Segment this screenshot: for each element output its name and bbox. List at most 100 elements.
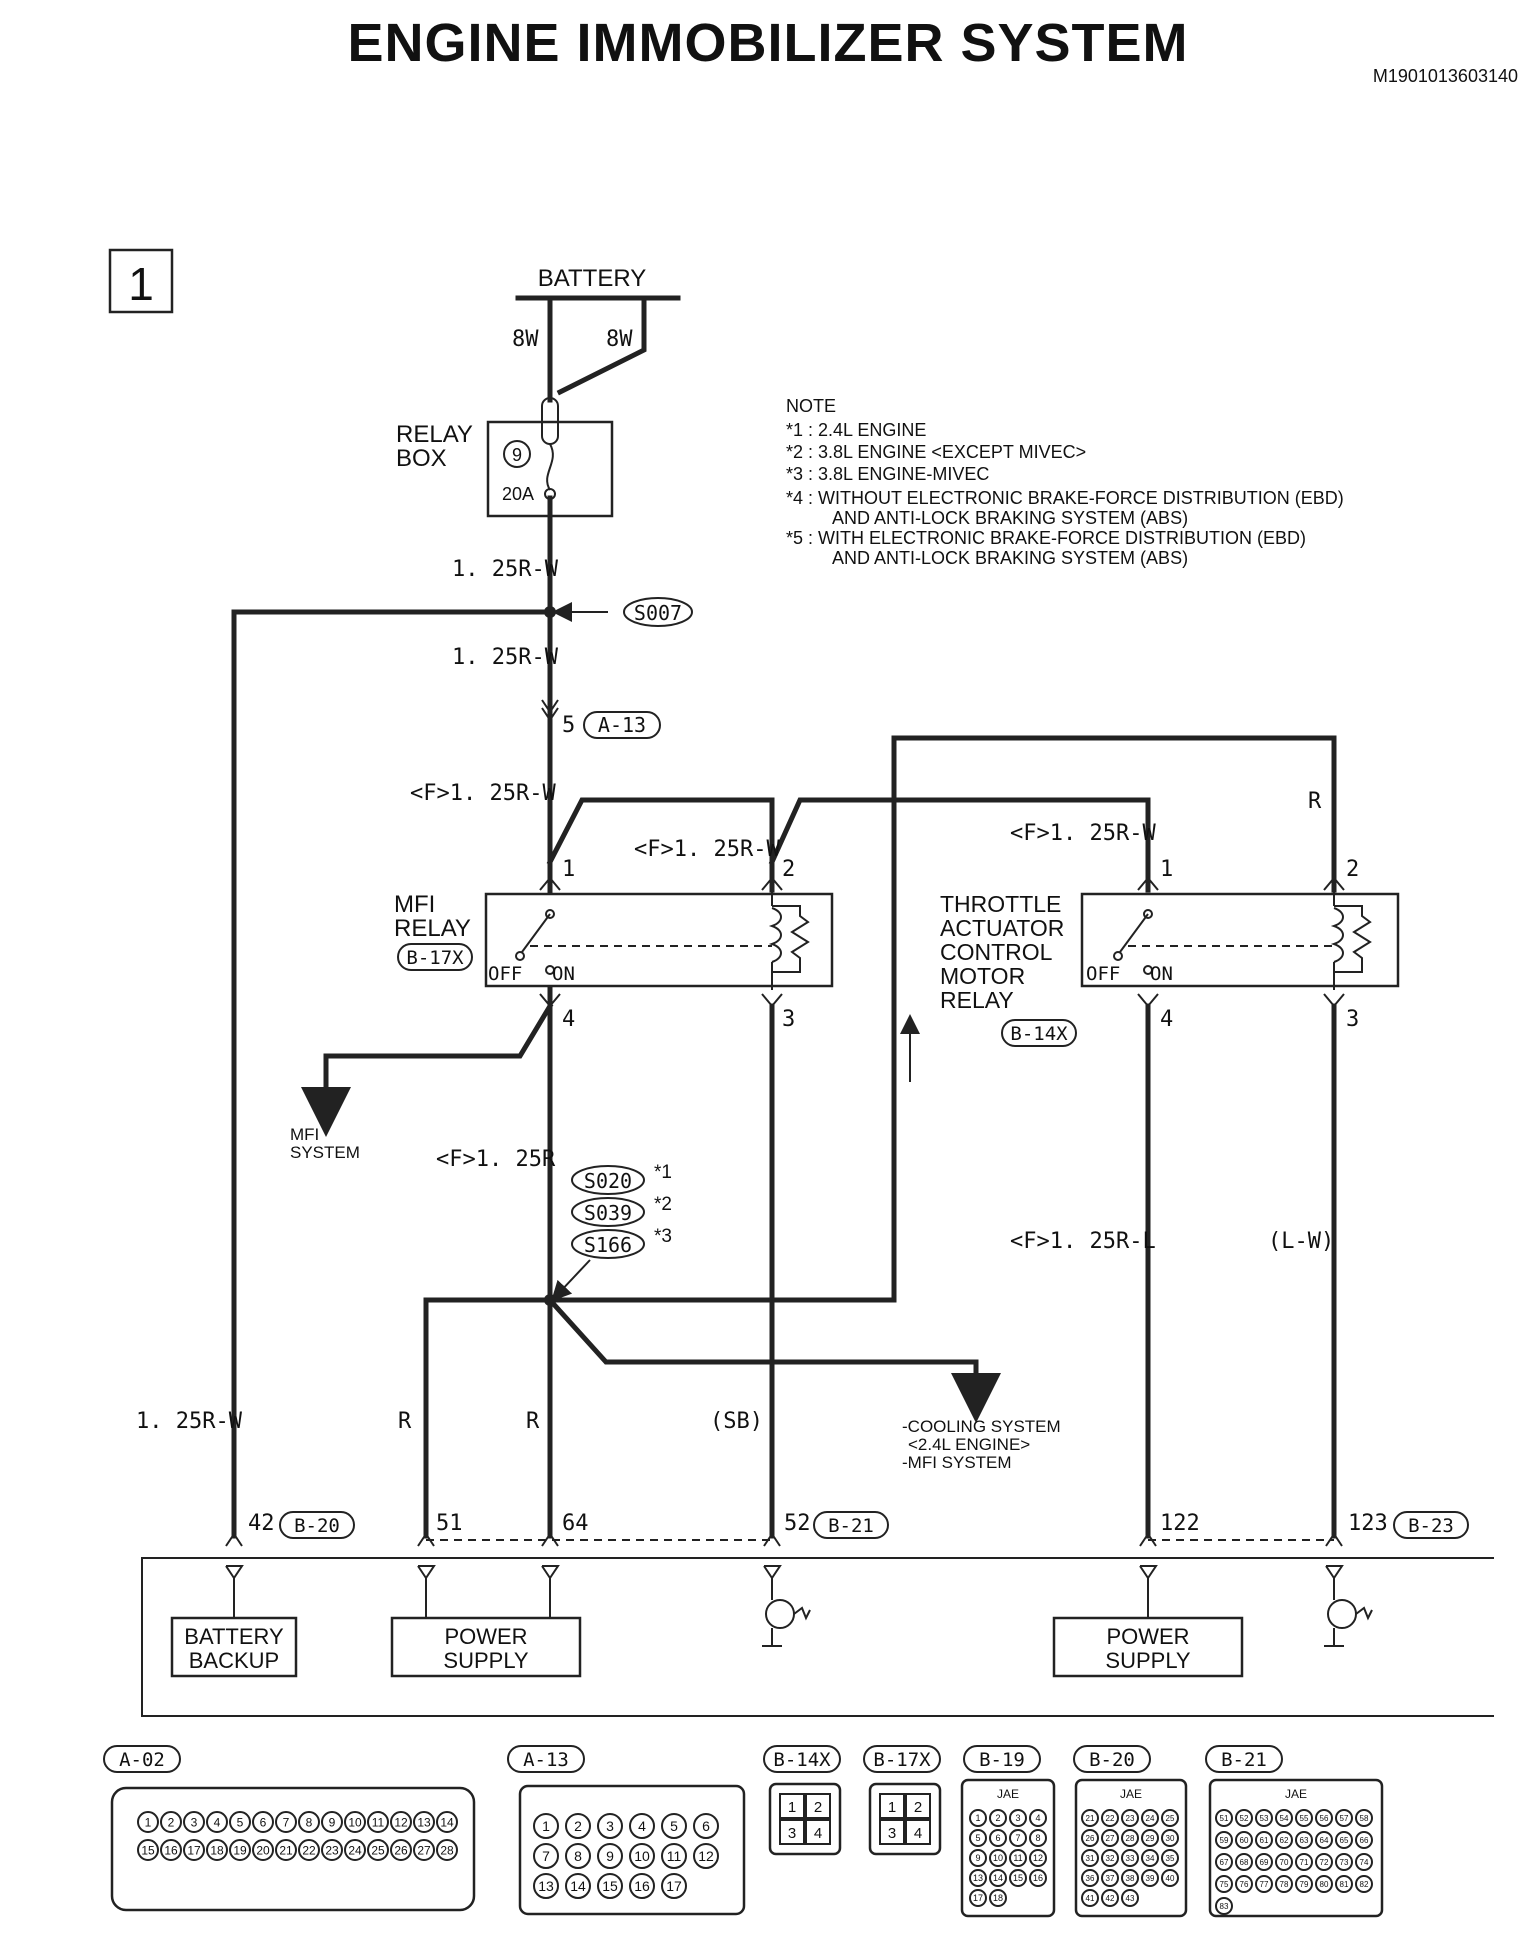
b21-pin-label: 51	[1220, 1814, 1229, 1823]
a13-pin	[661, 1843, 687, 1869]
b21-pin-label: 79	[1300, 1880, 1309, 1889]
a13-pin	[565, 1843, 591, 1869]
b21-pin	[1215, 1853, 1233, 1871]
conn-a13-label: A-13	[523, 1749, 569, 1771]
note-line-2: *2 : 3.8L ENGINE <EXCEPT MIVEC>	[786, 442, 1086, 462]
a13-pin-label: 6	[702, 1818, 710, 1834]
mfi-contact-off	[515, 951, 525, 961]
mfi-pin-2: 2	[782, 857, 795, 882]
b21-pin-label: 61	[1260, 1836, 1269, 1845]
a02-pin-label: 3	[191, 1815, 198, 1829]
tac-pin-3: 3	[1346, 1007, 1359, 1032]
a02-pin	[367, 1811, 389, 1833]
b17x-cavity	[905, 1793, 931, 1819]
b19-pin-label: 18	[993, 1893, 1003, 1903]
a02-pin-label: 28	[440, 1843, 454, 1857]
a13-pin	[661, 1873, 687, 1899]
b21-connector-tag	[813, 1511, 889, 1539]
b20-pin-label: 42	[1106, 1894, 1115, 1903]
mfi-contact-top	[545, 909, 555, 919]
b20-pin	[1081, 1829, 1099, 1847]
b19-pin	[1029, 1849, 1047, 1867]
conn-b21-body	[1208, 1778, 1384, 1918]
b21-pin-label: 66	[1360, 1836, 1369, 1845]
mfi-relay-connector	[397, 943, 473, 971]
a13-inline-connector	[583, 711, 661, 739]
b20-pin	[1141, 1829, 1159, 1847]
splice-s020-label: S020	[584, 1169, 632, 1193]
b20-pin	[1101, 1829, 1119, 1847]
tac-relay-name-5: RELAY	[940, 987, 1014, 1013]
b21-pin	[1235, 1875, 1253, 1893]
a02-pin	[229, 1839, 251, 1861]
page-title: ENGINE IMMOBILIZER SYSTEM	[347, 13, 1189, 73]
conn-b21-jae: JAE	[1285, 1787, 1307, 1801]
b19-pin-label: 10	[993, 1853, 1003, 1863]
a13-junction-mark-2	[541, 707, 559, 722]
cooling-3: -MFI SYSTEM	[902, 1453, 1012, 1472]
b14x-pin-label: 1	[788, 1799, 796, 1816]
ecu-internal-wiring	[225, 1565, 1344, 1618]
b21-pin-label: 76	[1240, 1880, 1249, 1889]
wire-lw: (L-W)	[1268, 1229, 1334, 1254]
a02-pin	[413, 1811, 435, 1833]
b17x-pin-label: 1	[888, 1799, 896, 1816]
a02-pin-label: 10	[348, 1815, 362, 1829]
b19-pin	[1009, 1849, 1027, 1867]
b21-pin	[1355, 1831, 1373, 1849]
b20-pin	[1121, 1849, 1139, 1867]
b21-pin	[1235, 1853, 1253, 1871]
b20-pin	[1081, 1849, 1099, 1867]
b19-pin-label: 15	[1013, 1873, 1023, 1883]
b21-pin	[1295, 1831, 1313, 1849]
a13-pin	[629, 1813, 655, 1839]
b17x-pin-label: 4	[914, 1825, 922, 1842]
b21-pin	[1315, 1853, 1333, 1871]
a13-pin-label: 1	[542, 1818, 550, 1834]
a02-pin	[390, 1839, 412, 1861]
a13-pin-label: 7	[542, 1848, 550, 1864]
a13-pin	[693, 1843, 719, 1869]
a02-pin-label: 23	[325, 1843, 339, 1857]
splice-s020	[571, 1165, 645, 1195]
b21-pin-label: 65	[1340, 1836, 1349, 1845]
b21-pin-label: 78	[1280, 1880, 1289, 1889]
b19-pin	[1029, 1809, 1047, 1827]
b19-pin-label: 2	[995, 1813, 1000, 1823]
mfi-system-wire	[301, 1002, 554, 1137]
conn-a02-tag	[103, 1745, 181, 1773]
b21-pin	[1255, 1853, 1273, 1871]
wire-f-mfi-out: <F>1. 25R	[436, 1147, 556, 1172]
b21-pin	[1355, 1809, 1373, 1827]
a13-pin	[693, 1813, 719, 1839]
b19-pin	[989, 1809, 1007, 1827]
tac-pin-2: 2	[1346, 857, 1359, 882]
b14x-pin-label: 4	[814, 1825, 822, 1842]
mfi-relay-name-1: MFI	[394, 891, 435, 918]
b20-pin	[1101, 1869, 1119, 1887]
battery-backup-1: BATTERY	[184, 1624, 284, 1649]
splice-s020-mark: *1	[654, 1162, 672, 1183]
b19-pin-label: 17	[973, 1893, 983, 1903]
wire-sb: (SB)	[710, 1409, 763, 1434]
fuse-number-circle	[503, 440, 531, 468]
a13-pin-label: 4	[638, 1818, 646, 1834]
b17x-cavity	[879, 1793, 905, 1819]
ecu-outline	[141, 1557, 1494, 1717]
b20-pin-label: 26	[1086, 1834, 1095, 1843]
b19-pin	[989, 1849, 1007, 1867]
b21-pin-label: 70	[1280, 1858, 1289, 1867]
b19-pin-label: 12	[1033, 1853, 1043, 1863]
tac-relay-feed-wire	[768, 797, 1151, 893]
conn-b14x-tag	[763, 1745, 841, 1773]
a13-pin-label: 10	[634, 1848, 650, 1864]
b21-pin	[1275, 1853, 1293, 1871]
a02-pin	[183, 1839, 205, 1861]
b19-pin-label: 8	[1035, 1833, 1040, 1843]
r-loop-wire	[547, 735, 1337, 1303]
b19-pin	[1009, 1829, 1027, 1847]
a02-pin	[275, 1811, 297, 1833]
b21-pin-label: 74	[1360, 1858, 1369, 1867]
